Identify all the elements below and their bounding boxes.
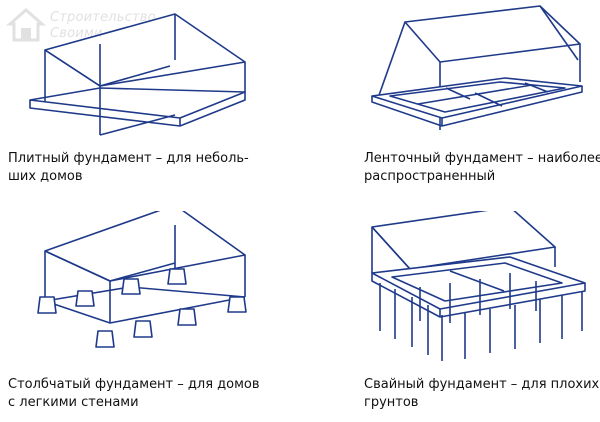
caption-strip: Ленточный фундамент – наиболее распростр… xyxy=(364,150,600,186)
watermark-line-1: Строительство xyxy=(50,10,156,25)
caption-line-2: распространенный xyxy=(364,169,496,184)
panel-strip-foundation: Ленточный фундамент – наиболее распростр… xyxy=(300,0,600,211)
caption-slab: Плитный фундамент – для неболь- ших домо… xyxy=(8,150,249,186)
pile-foundation-diagram xyxy=(371,211,586,361)
slab-foundation-diagram xyxy=(29,13,246,136)
caption-line-2: грунтов xyxy=(364,395,419,410)
panel-column-foundation: Столбчатый фундамент – для домов с легки… xyxy=(0,211,300,422)
caption-line-1: Свайный фундамент – для плохих xyxy=(364,377,600,392)
panel-slab-foundation: Плитный фундамент – для неболь- ших домо… xyxy=(0,0,300,211)
panel-pile-foundation: Свайный фундамент – для плохих грунтов xyxy=(300,211,600,422)
caption-column: Столбчатый фундамент – для домов с легки… xyxy=(8,376,260,412)
caption-pile: Свайный фундамент – для плохих грунтов xyxy=(364,376,599,412)
column-foundation-diagram xyxy=(37,211,247,348)
caption-line-2: с легкими стенами xyxy=(8,395,139,410)
caption-line-1: Ленточный фундамент – наиболее xyxy=(364,151,600,166)
caption-line-1: Плитный фундамент – для неболь- xyxy=(8,151,249,166)
house-logo-icon xyxy=(6,8,46,42)
caption-line-1: Столбчатый фундамент – для домов xyxy=(8,377,260,392)
caption-line-2: ших домов xyxy=(8,169,83,184)
strip-foundation-diagram xyxy=(371,5,583,130)
